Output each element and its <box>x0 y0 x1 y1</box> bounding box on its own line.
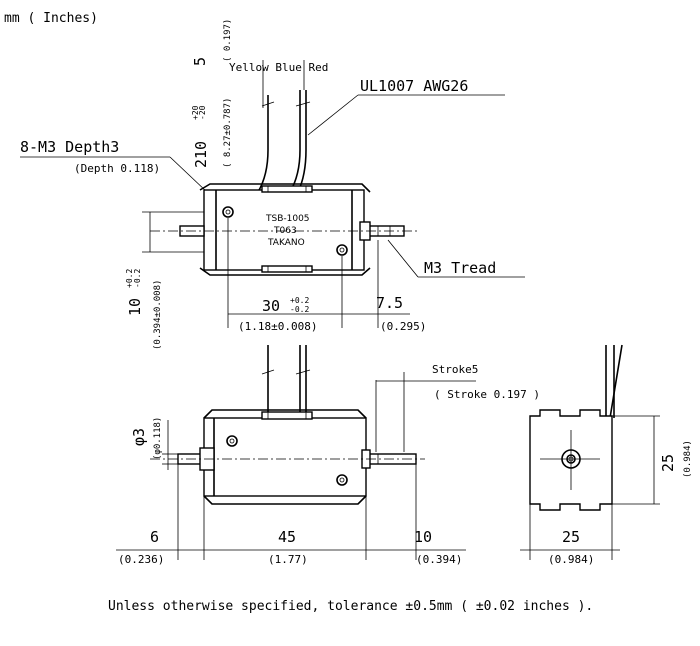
stroke-label: Stroke5 <box>432 363 478 376</box>
height-value: 10 <box>126 298 144 316</box>
right-ext-value: 10 <box>414 528 432 546</box>
lead-tol-plus: +20 <box>191 105 200 120</box>
top-view: 5 ( 0.197) Yellow Blue Red UL1007 AWG26 … <box>20 19 525 350</box>
end-width-value: 25 <box>562 528 580 546</box>
end-view: 25 (0.984) 25 (0.984) <box>520 344 693 566</box>
stroke-inch: ( Stroke 0.197 ) <box>434 388 540 401</box>
height-tol-plus: +0.2 <box>125 269 134 288</box>
right-ext-inch: (0.394) <box>416 553 462 566</box>
tolerance-note: Unless otherwise specified, tolerance ±0… <box>108 599 593 614</box>
nameplate-line2: T063 <box>273 226 297 236</box>
hole-depth-inch: (Depth 0.118) <box>74 162 160 175</box>
shaft-ext-inch: (0.295) <box>380 320 426 333</box>
shaft-ext-value: 7.5 <box>376 294 403 312</box>
end-height-value: 25 <box>659 454 677 472</box>
lead-tol-minus: -20 <box>198 105 207 120</box>
end-width-inch: (0.984) <box>548 553 594 566</box>
length-value: 45 <box>278 528 296 546</box>
hole-pitch-tol-minus: -0.2 <box>290 305 309 314</box>
lead-length-inch: ( 8.27±0.787) <box>223 98 233 168</box>
thread-label: M3 Tread <box>424 259 496 277</box>
hole-spec-label: 8-M3 Depth3 <box>20 138 119 156</box>
hole-pitch-tol-plus: +0.2 <box>290 296 309 305</box>
hole-pitch-value: 30 <box>262 297 280 315</box>
left-ext-value: 6 <box>150 528 159 546</box>
lead-length-value: 210 <box>192 141 210 168</box>
hole-pitch-inch: (1.18±0.008) <box>238 320 317 333</box>
nameplate-line3: TAKANO <box>267 238 305 248</box>
wire-spec-label: UL1007 AWG26 <box>360 77 468 95</box>
left-ext-inch: (0.236) <box>118 553 164 566</box>
shaft-dia-value: φ3 <box>130 428 148 446</box>
height-inch: (0.394±0.008) <box>153 280 163 350</box>
end-height-inch: (0.984) <box>683 440 693 478</box>
units-label: mm ( Inches) <box>4 11 98 26</box>
nameplate-line1: TSB-1005 <box>265 214 310 224</box>
wire-colors-label: Yellow Blue Red <box>229 61 328 74</box>
side-view: Stroke5 ( Stroke 0.197 ) φ3 (φ0.118) <box>116 345 540 566</box>
wire-pitch-value: 5 <box>191 57 209 66</box>
shaft-dia-inch: (φ0.118) <box>153 417 163 460</box>
height-tol-minus: -0.2 <box>133 269 142 288</box>
length-inch: (1.77) <box>268 553 308 566</box>
wire-pitch-inch: ( 0.197) <box>223 19 233 62</box>
